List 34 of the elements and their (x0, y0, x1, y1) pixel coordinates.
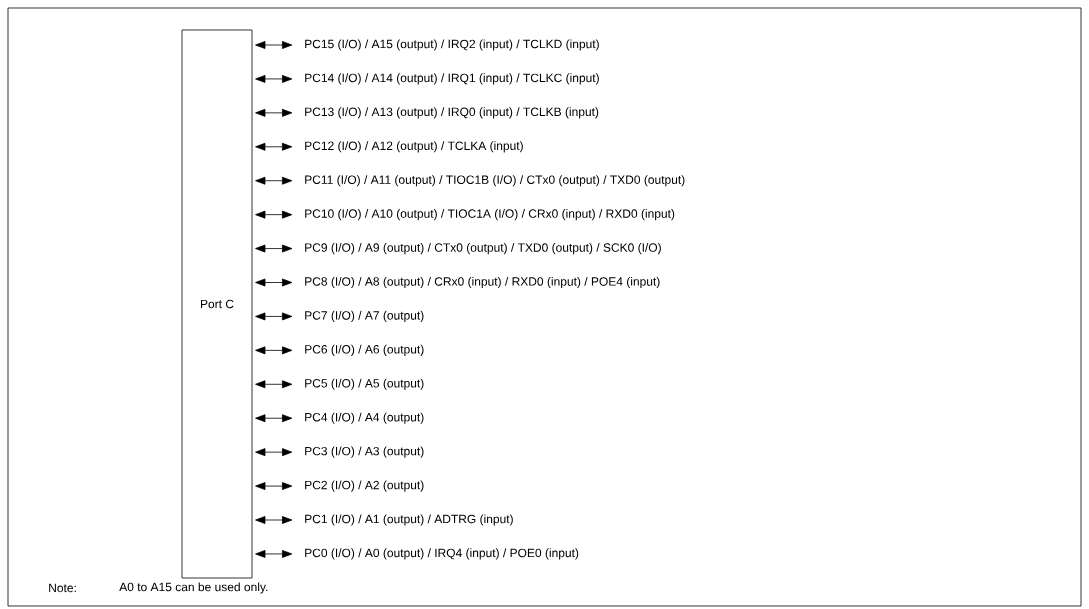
double-arrow (255, 482, 293, 490)
signal-label: PC3 (I/O) / A3 (output) (305, 446, 424, 458)
signal-label: PC0 (I/O) / A0 (output) / IRQ4 (input) / POE0 (input) (305, 548, 579, 560)
double-arrow (255, 346, 293, 355)
double-arrow (255, 448, 293, 457)
double-arrow (255, 176, 293, 185)
note-label: Note: (49, 583, 76, 593)
signal-label: PC5 (I/O) / A5 (output) (305, 378, 424, 390)
double-arrow (255, 142, 293, 151)
signal-label: PC6 (I/O) / A6 (output) (305, 344, 424, 356)
signal-label: PC14 (I/O) / A14 (output) / IRQ1 (input) / TCLKC (input) (305, 73, 599, 85)
double-arrow (255, 278, 293, 287)
double-arrow (255, 41, 293, 49)
signal-label: PC11 (I/O) / A11 (output) / TIOC1B (I/O) / CTx0 (output) / TXD0 (output) (305, 175, 685, 187)
signal-label: PC1 (I/O) / A1 (output) / ADTRG (input) (305, 514, 513, 526)
double-arrow (255, 108, 293, 117)
double-arrow (255, 516, 293, 524)
signal-label: PC8 (I/O) / A8 (output) / CRx0 (input) / RXD0 (input) / POE4 (input) (305, 276, 660, 289)
signal-label: PC12 (I/O) / A12 (output) / TCLKA (input) (305, 141, 523, 153)
signal-label: PC2 (I/O) / A2 (output) (305, 480, 424, 492)
double-arrow (255, 380, 293, 389)
signal-label: PC7 (I/O) / A7 (output) (305, 310, 424, 323)
signal-label: PC9 (I/O) / A9 (output) / CTx0 (output) / TXD0 (output) / SCK0 (I/O) (305, 243, 661, 255)
double-arrow (255, 210, 293, 219)
double-arrow (255, 414, 293, 423)
port-box: Port C (181, 29, 253, 579)
double-arrow (255, 312, 293, 321)
signal-label: PC13 (I/O) / A13 (output) / IRQ0 (input) / TCLKB (input) (305, 107, 599, 119)
double-arrow (255, 244, 293, 253)
signal-label: PC15 (I/O) / A15 (output) / IRQ2 (input) / TCLKD (input) (305, 39, 599, 51)
double-arrow (255, 550, 293, 558)
signal-label: PC4 (I/O) / A4 (output) (305, 412, 424, 424)
signal-label: PC10 (I/O) / A10 (output) / TIOC1A (I/O) / CRx0 (input) / RXD0 (input) (305, 209, 675, 221)
double-arrow (255, 75, 293, 83)
